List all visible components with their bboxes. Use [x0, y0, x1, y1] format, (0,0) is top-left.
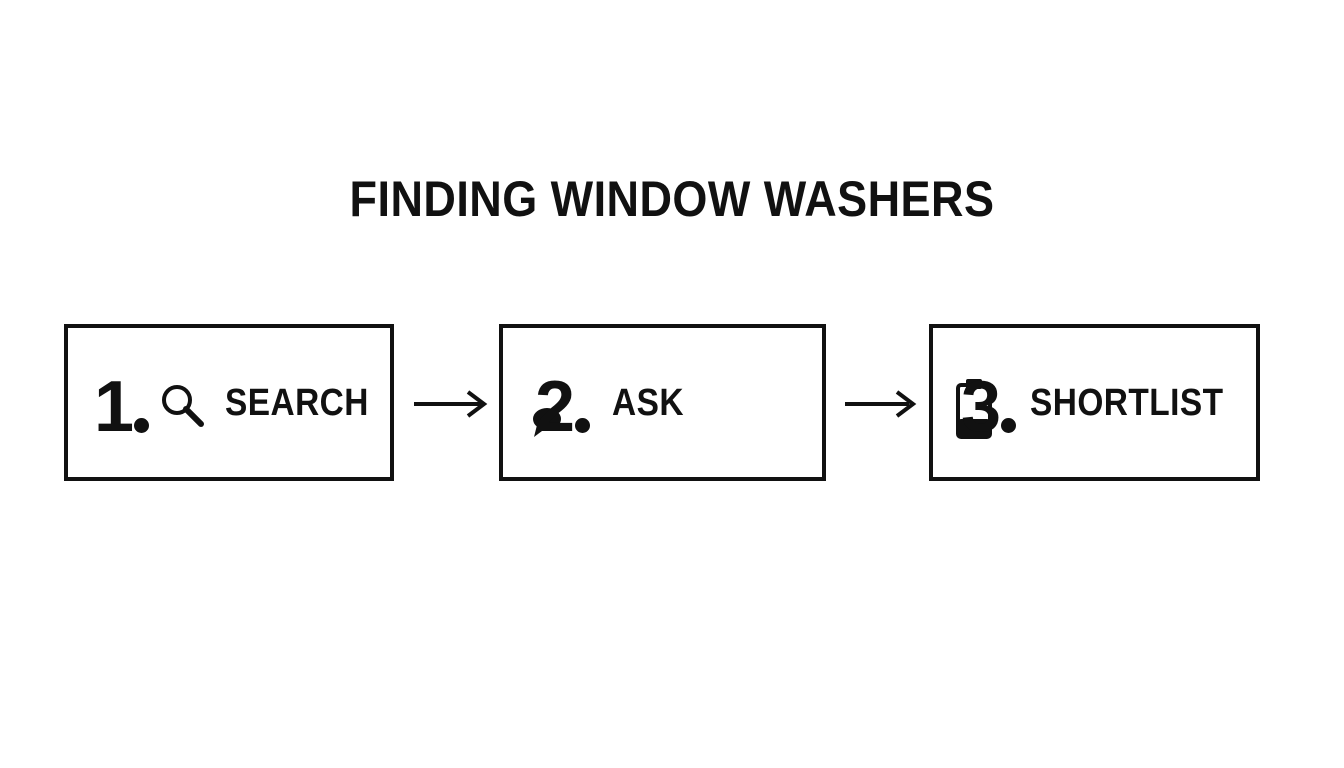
magnifier-icon	[162, 384, 205, 427]
step-box-search: 1 SEARCH	[64, 324, 394, 481]
step-number-group: 3	[956, 363, 1017, 447]
step-number-group: 1	[94, 363, 150, 447]
step-label: SEARCH	[225, 381, 369, 424]
step-number: 2	[535, 366, 575, 447]
diagram-title: FINDING WINDOW WASHERS	[349, 171, 995, 227]
step-label: ASK	[612, 381, 684, 424]
step-label: SHORTLIST	[1030, 381, 1224, 424]
chat-bubble-icon	[533, 407, 561, 437]
step-box-shortlist: 3 SHORTLIST	[929, 324, 1260, 481]
clipboard-icon	[956, 378, 992, 439]
step-number-dot	[575, 417, 591, 433]
arrow-right-icon	[414, 390, 488, 418]
step-number-group: 2	[533, 363, 591, 447]
step-number-dot	[134, 417, 150, 433]
step-number: 1	[94, 366, 134, 447]
step-box-ask: 2 ASK	[499, 324, 826, 481]
step-number: 3	[961, 366, 1001, 447]
arrow-right-icon	[845, 390, 917, 418]
step-number-dot	[1001, 417, 1017, 433]
